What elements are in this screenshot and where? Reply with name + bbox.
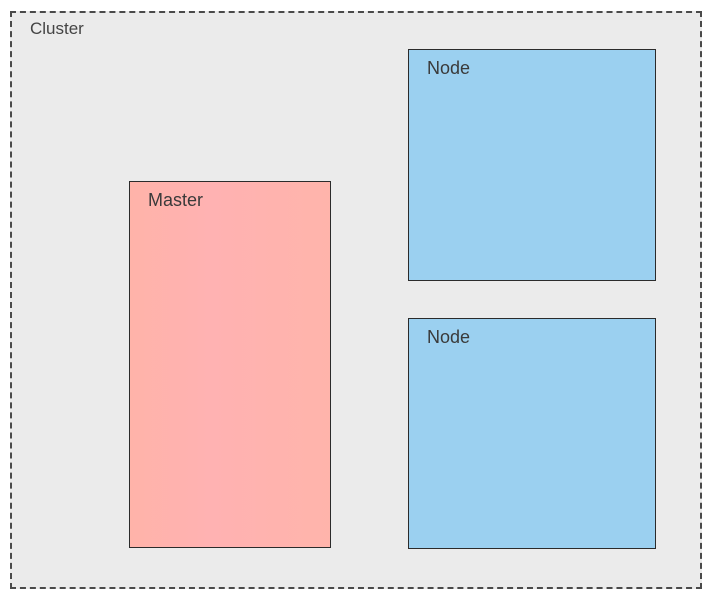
cluster-label: Cluster	[30, 19, 84, 38]
master-label: Master	[148, 190, 204, 210]
node-box-2: Node	[408, 318, 656, 549]
node-label-1: Node	[427, 58, 471, 78]
node-box-1: Node	[408, 49, 656, 281]
master-box: Master	[129, 181, 331, 548]
node-label-2: Node	[427, 327, 471, 347]
cluster-container: Cluster Master Node Node	[10, 11, 702, 589]
